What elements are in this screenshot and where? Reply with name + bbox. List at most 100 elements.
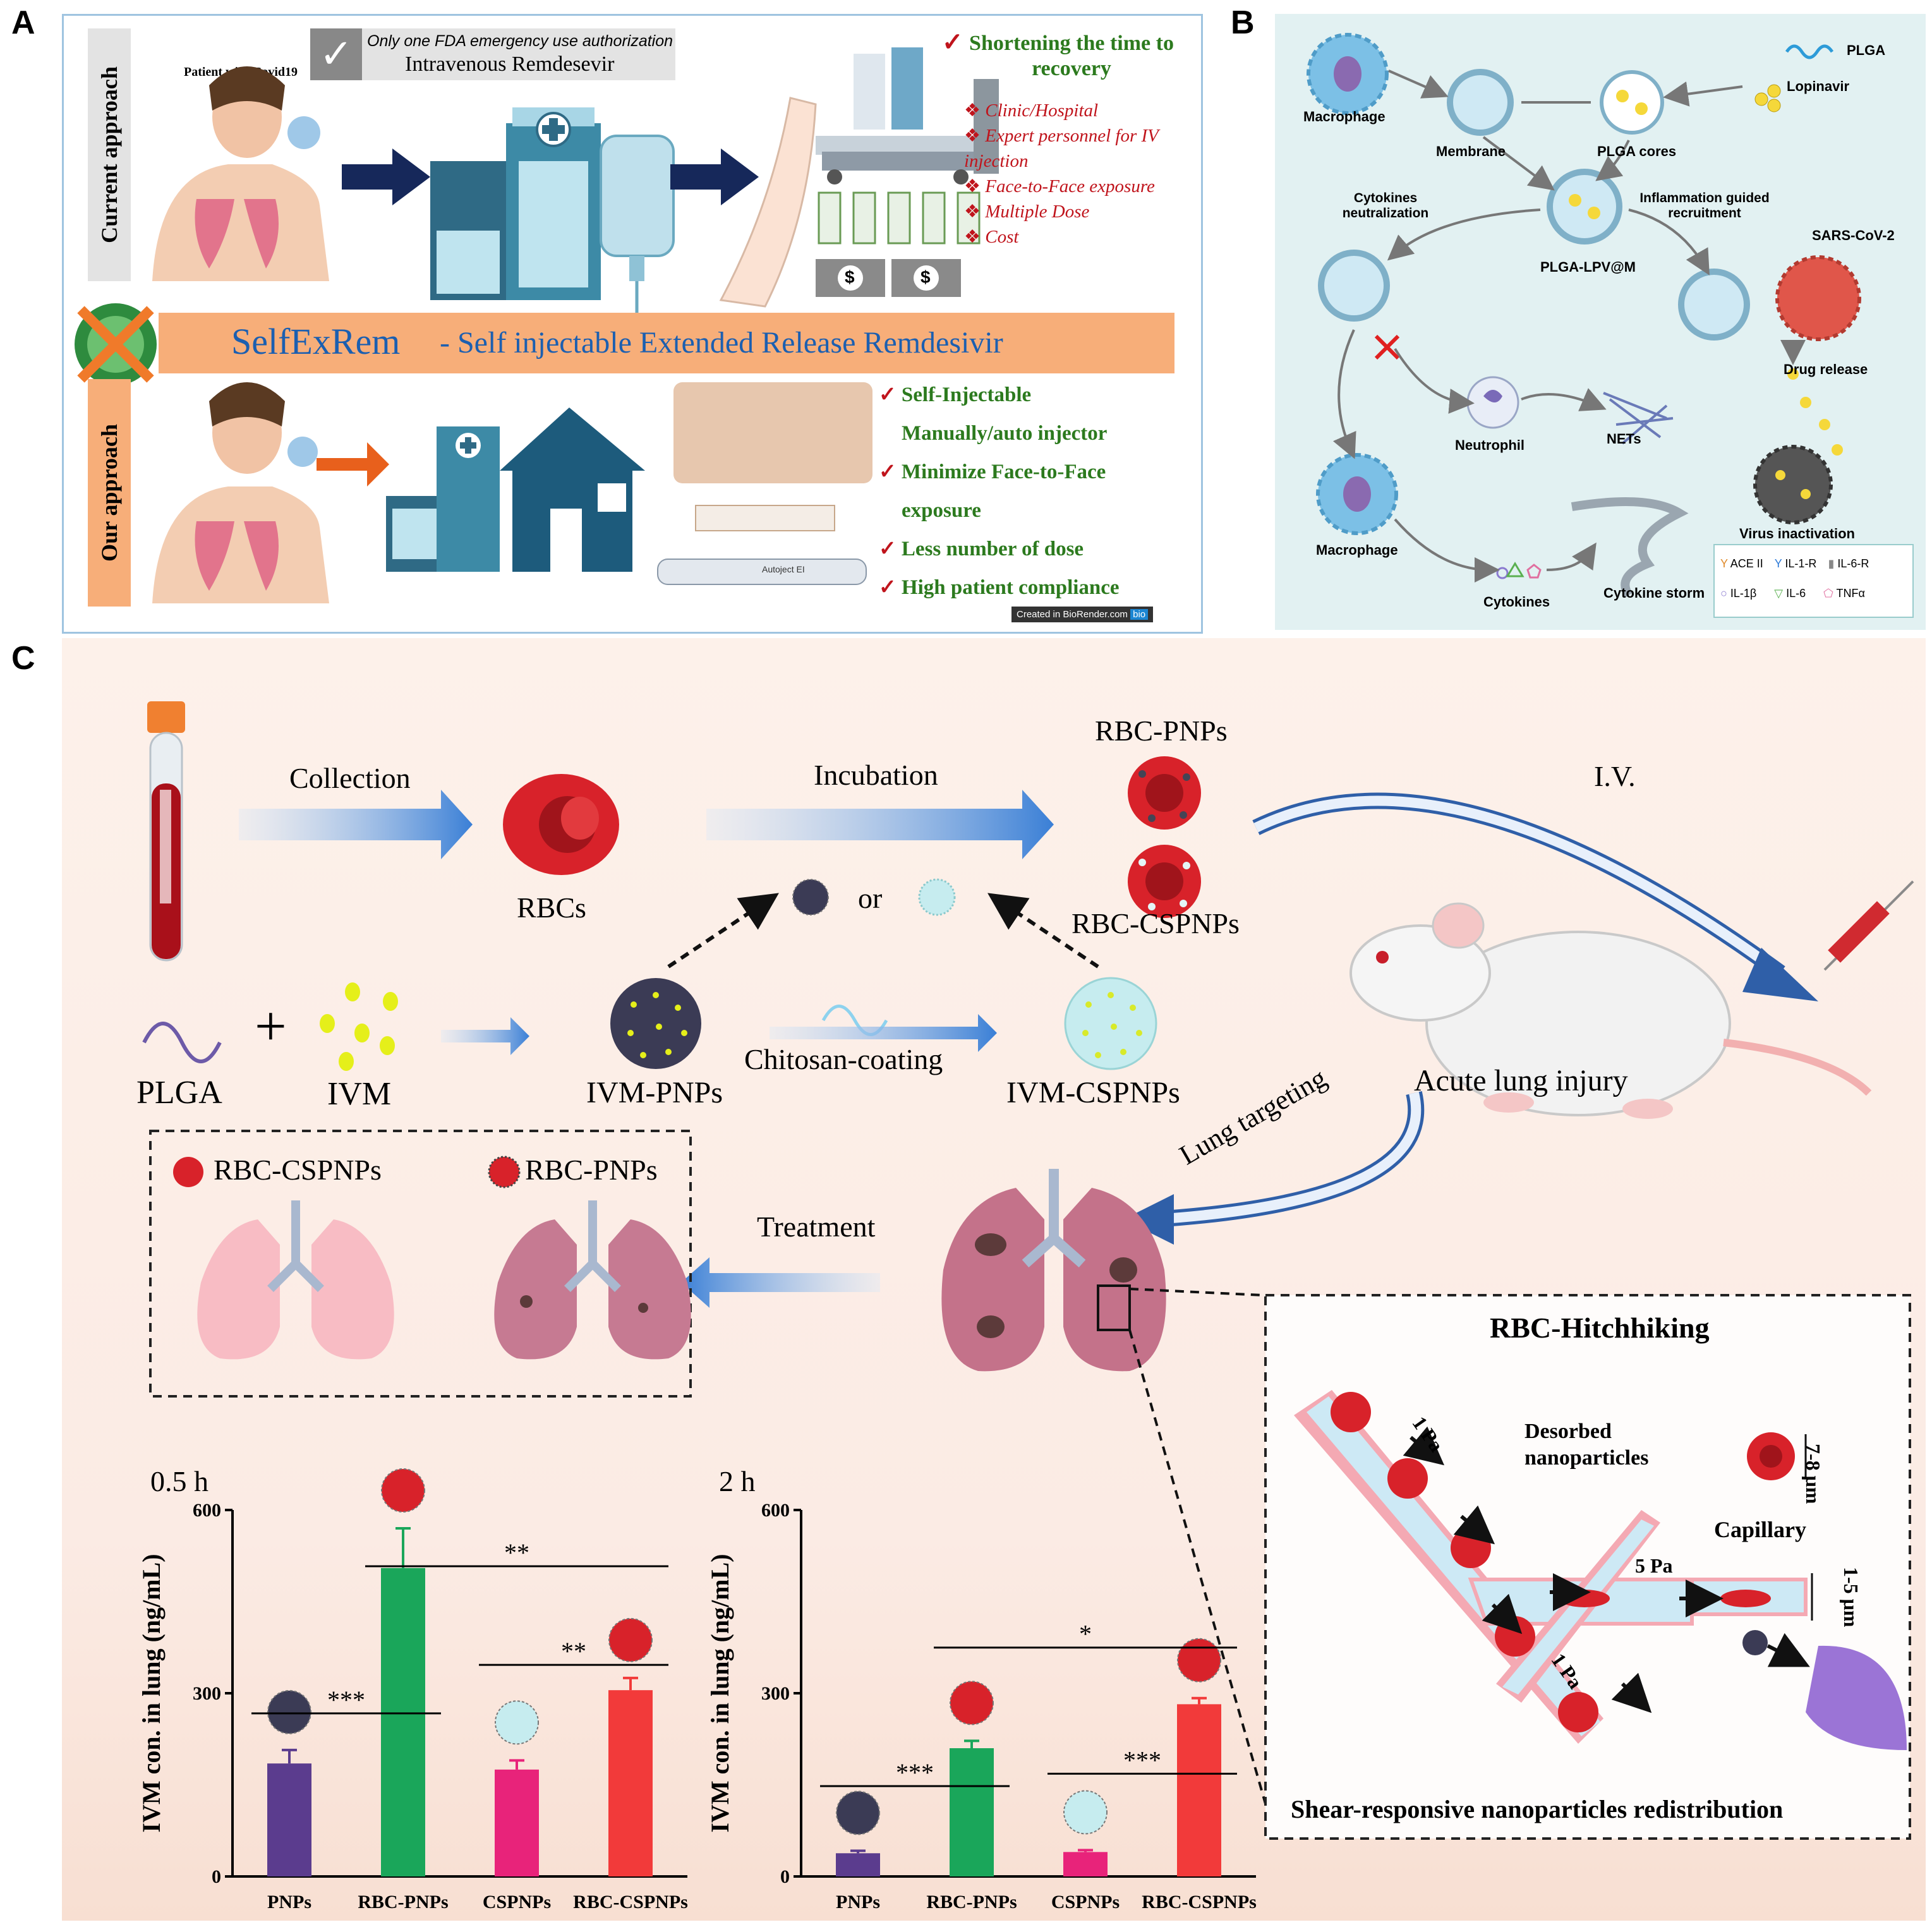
- label-drug-release: Drug release: [1784, 361, 1868, 377]
- label-box-rbc-cspnps: RBC-CSPNPs: [214, 1154, 382, 1186]
- syringe-photo: [695, 505, 835, 531]
- recruited-np-icon: [1678, 269, 1750, 341]
- arrow-icon: [342, 148, 430, 205]
- y-tick-label: 600: [761, 1500, 790, 1521]
- significance-label: *: [1079, 1620, 1092, 1648]
- cytokine-storm-icon: [1571, 497, 1689, 598]
- bar: [608, 1690, 653, 1876]
- syringe-icon: [1823, 880, 1914, 971]
- pnp-icon: [267, 1689, 311, 1734]
- our-approach-graphics: [152, 382, 872, 603]
- drawback-item: ❖ Clinic/Hospital: [964, 100, 1099, 121]
- rbc-cspnps-icon: [1128, 845, 1201, 918]
- y-tick-label: 300: [193, 1683, 221, 1704]
- diseased-lung-icon: [941, 1169, 1166, 1372]
- plga-lpv-m-icon: [1547, 169, 1622, 245]
- cspnp-icon: [1063, 1790, 1108, 1835]
- bar: [495, 1769, 539, 1876]
- mouse-icon: [1349, 902, 1872, 1119]
- patient-icon: [152, 382, 329, 603]
- biorender-logo: bio: [1130, 609, 1149, 620]
- ivm-pnps-icon: [610, 978, 701, 1069]
- hitchhiking-title: RBC-Hitchhiking: [1490, 1312, 1710, 1344]
- benefit-item: exposure: [902, 499, 981, 522]
- incubation-arrow: [706, 790, 1054, 859]
- arrow-icon: [670, 148, 759, 205]
- drawback-item: ❖ Expert personnel for IV injection: [964, 126, 1159, 171]
- biorender-credit: Created in BioRender.com bio: [1011, 607, 1154, 622]
- label-virus-inactivation: Virus inactivation: [1739, 526, 1855, 541]
- label-macrophage-top: Macrophage: [1303, 109, 1386, 124]
- ivm-icon: [320, 982, 398, 1071]
- panel-c-letter: C: [11, 640, 35, 677]
- x-tick-label: PNPs: [836, 1892, 880, 1912]
- dashed-arrow-pnp: [667, 893, 779, 969]
- y-tick-label: 300: [761, 1683, 790, 1704]
- x-tick-label: RBC-CSPNPs: [1142, 1892, 1257, 1912]
- virus-cross-icon: [75, 303, 157, 385]
- panel-a-letter: A: [11, 4, 35, 41]
- selfexrem-desc: - Self injectable Extended Release Remde…: [440, 326, 1003, 359]
- significance-label: ***: [1123, 1746, 1161, 1774]
- x-tick-label: RBC-CSPNPs: [573, 1892, 688, 1912]
- money-icon: [816, 259, 961, 297]
- zoom-square: [1097, 1284, 1131, 1331]
- label-plga: PLGA: [1847, 42, 1886, 58]
- legend-il1r: Y IL-1-R: [1774, 557, 1817, 570]
- treatment-arrow: [681, 1257, 880, 1308]
- label-plga-cores: PLGA cores: [1597, 143, 1677, 159]
- banner-small-text: Only one FDA emergency use authorization: [367, 32, 673, 50]
- label-macrophage-bottom: Macrophage: [1316, 542, 1398, 558]
- y-tick-label: 0: [212, 1866, 221, 1887]
- rbc-np-icon: [950, 1681, 994, 1725]
- tissue-cell: [1806, 1645, 1907, 1750]
- treated-lungs-box: [149, 1130, 692, 1398]
- sars-cov-2-icon: [1775, 255, 1861, 341]
- label-capillary: Capillary: [1714, 1517, 1807, 1542]
- rbc-pnps-legend-icon: [488, 1156, 521, 1188]
- neutrophil-icon: [1466, 376, 1519, 429]
- plga-icon: [142, 1022, 222, 1063]
- x-tick-label: RBC-PNPs: [358, 1892, 448, 1912]
- panel-b: Macrophage Membrane PLGA Lopinavir PLGA …: [1275, 14, 1926, 630]
- pnp-small-icon: [792, 879, 829, 915]
- pnp-icon: [836, 1791, 880, 1835]
- dashed-arrow-cspnp: [987, 893, 1099, 969]
- label-neutrophil: Neutrophil: [1455, 437, 1524, 453]
- inactivated-virus-icon: [1753, 445, 1833, 524]
- chart-title: 2 h: [719, 1465, 756, 1497]
- panel-c: Collection RBCs Incubation or RBC-PNPs R…: [62, 638, 1926, 1921]
- current-approach-graphics: [152, 47, 999, 313]
- injured-lung-icon: [494, 1200, 691, 1360]
- plga-core-icon: [1600, 70, 1664, 135]
- membrane-icon: [1447, 69, 1514, 136]
- drawbacks-list: ❖ Clinic/Hospital ❖ Expert personnel for…: [964, 98, 1192, 250]
- arrow-icon: [317, 442, 389, 486]
- significance-label: **: [561, 1637, 586, 1665]
- money-symbol-1: $: [845, 267, 855, 287]
- check-box-icon: ✓: [310, 28, 362, 80]
- x-tick-label: PNPs: [267, 1892, 311, 1912]
- injection-photo: [673, 382, 872, 483]
- panel-c-graphics: [142, 701, 1914, 1840]
- lopinavir-icon: [1754, 92, 1768, 106]
- label-box-rbc-pnps: RBC-PNPs: [525, 1154, 658, 1186]
- benefits-list: ✓ Self-Injectable Manually/auto injector…: [879, 376, 1182, 607]
- label-plga: PLGA: [136, 1075, 222, 1111]
- drawback-item: ❖ Cost: [964, 227, 1019, 247]
- autoject-label: Autoject EI: [762, 564, 805, 574]
- label-ivm-pnps: IVM-PNPs: [586, 1076, 723, 1109]
- selfexrem-bar: SelfExRem - Self injectable Extended Rel…: [159, 313, 1174, 373]
- benefit-item: Manually/auto injector: [902, 422, 1108, 445]
- rbc-np-icon: [381, 1468, 425, 1513]
- legend-il1b: ○ IL-1β: [1720, 587, 1757, 600]
- label-rbcs: RBCs: [517, 891, 586, 924]
- legend-tnfa: ⬠ TNFα: [1823, 587, 1865, 600]
- mix-arrow: [441, 1017, 529, 1055]
- label-size-rbc: 7-8 μm: [1802, 1444, 1825, 1504]
- label-incubation: Incubation: [814, 759, 938, 791]
- bar: [836, 1853, 880, 1876]
- label-or: or: [858, 882, 883, 914]
- label-cytokine-storm: Cytokine storm: [1603, 585, 1705, 601]
